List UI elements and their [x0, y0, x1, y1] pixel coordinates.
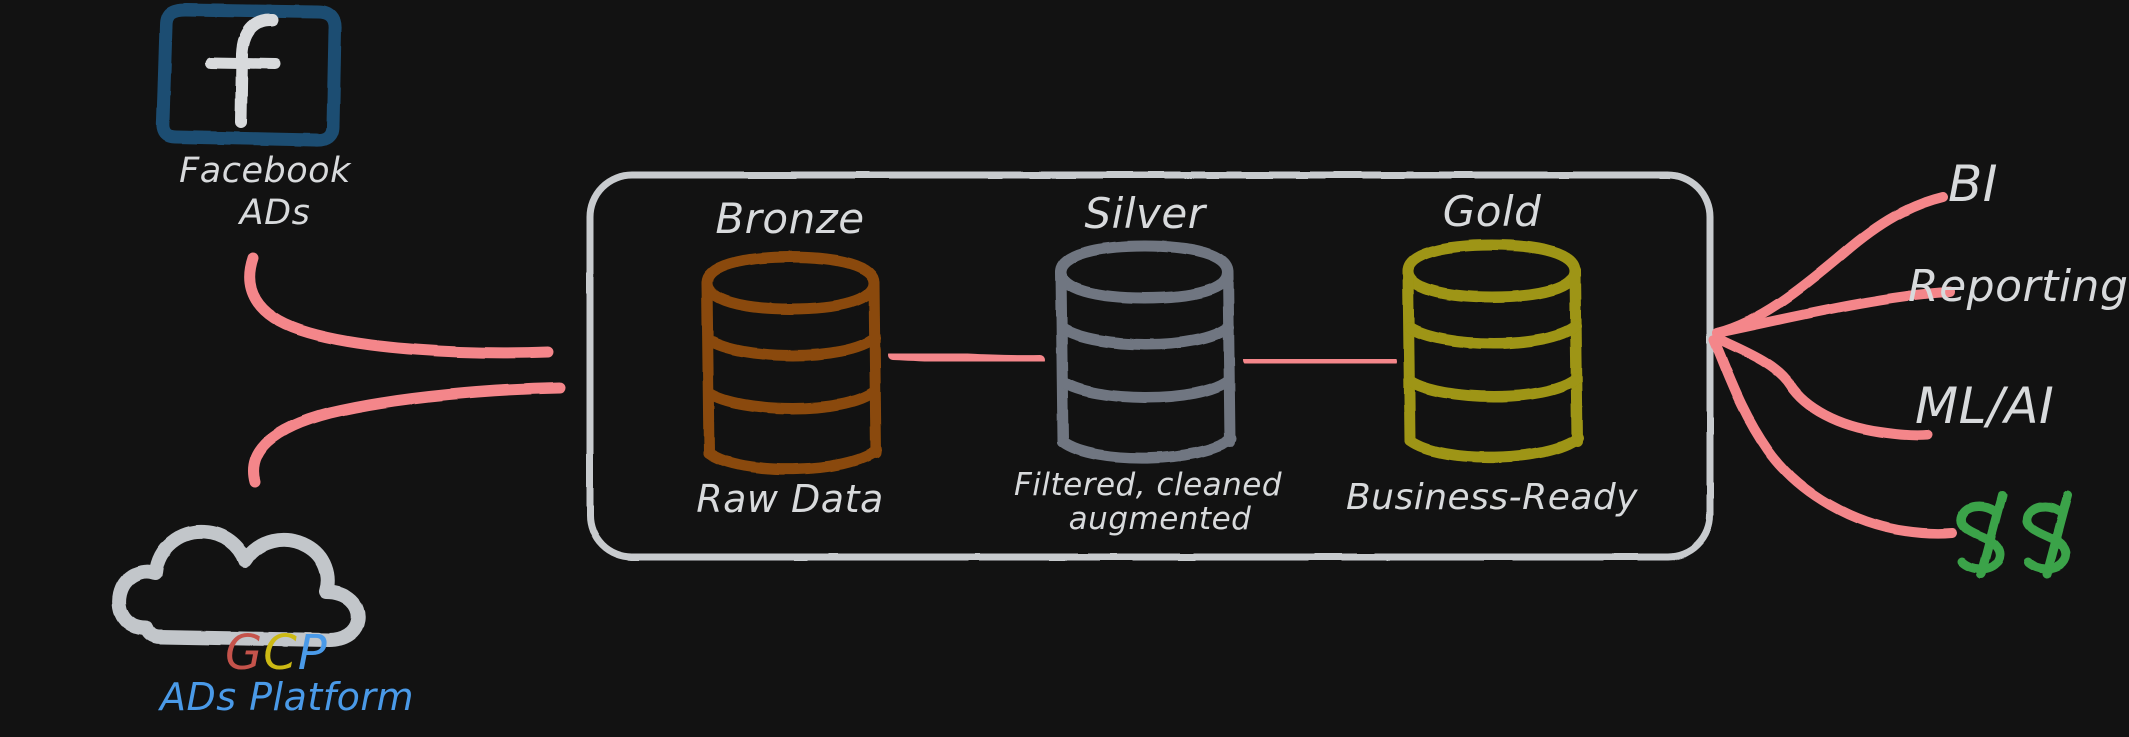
gcp-brand-text: GCP	[225, 625, 328, 681]
silver-cylinder-icon	[1055, 240, 1237, 464]
bronze-cylinder-icon	[701, 251, 883, 475]
connector-gcp-to-lakehouse	[248, 382, 566, 488]
consumer-label-reporting: Reporting	[1908, 261, 2129, 312]
source-label-facebook-line1: Facebook	[179, 151, 351, 191]
cloud-icon	[112, 524, 366, 647]
connector-lakehouse-to-bi	[1712, 192, 1948, 338]
source-label-facebook-line2: ADs	[239, 193, 311, 233]
source-label-gcp-platform: ADs Platform	[160, 675, 415, 719]
stage-caption-silver-line2: augmented	[1068, 501, 1252, 537]
stage-caption-bronze-line1: Raw Data	[696, 477, 884, 521]
stage-title-silver: Silver	[1084, 189, 1206, 238]
connector-silver-to-gold	[1243, 355, 1397, 368]
connector-lakehouse-to-mlai	[1712, 333, 1933, 441]
facebook-f-glyph	[205, 14, 281, 128]
money-symbol-icon-1	[1956, 490, 2007, 579]
stage-caption-gold-line1: Business-Ready	[1345, 477, 1639, 518]
gold-cylinder-icon	[1402, 239, 1584, 463]
stage-caption-silver-line1: Filtered, cleaned	[1013, 467, 1283, 503]
medallion-container	[586, 171, 1714, 561]
stage-title-gold: Gold	[1442, 187, 1542, 236]
money-symbol-icon-2	[2022, 490, 2073, 579]
gcp-letter-p: P	[297, 625, 328, 681]
gcp-letter-c: C	[263, 625, 298, 681]
connector-lakehouse-to-reporting	[1712, 287, 1955, 338]
consumer-label-bi: BI	[1948, 155, 1999, 213]
gcp-letter-g: G	[225, 625, 264, 681]
consumer-label-mlai: ML/AI	[1915, 377, 2055, 435]
facebook-logo-icon	[156, 3, 342, 147]
stage-title-bronze: Bronze	[715, 194, 865, 243]
connector-bronze-to-silver	[888, 350, 1045, 366]
connector-lakehouse-to-money	[1709, 335, 1957, 539]
connector-facebook-to-lakehouse	[244, 252, 554, 359]
